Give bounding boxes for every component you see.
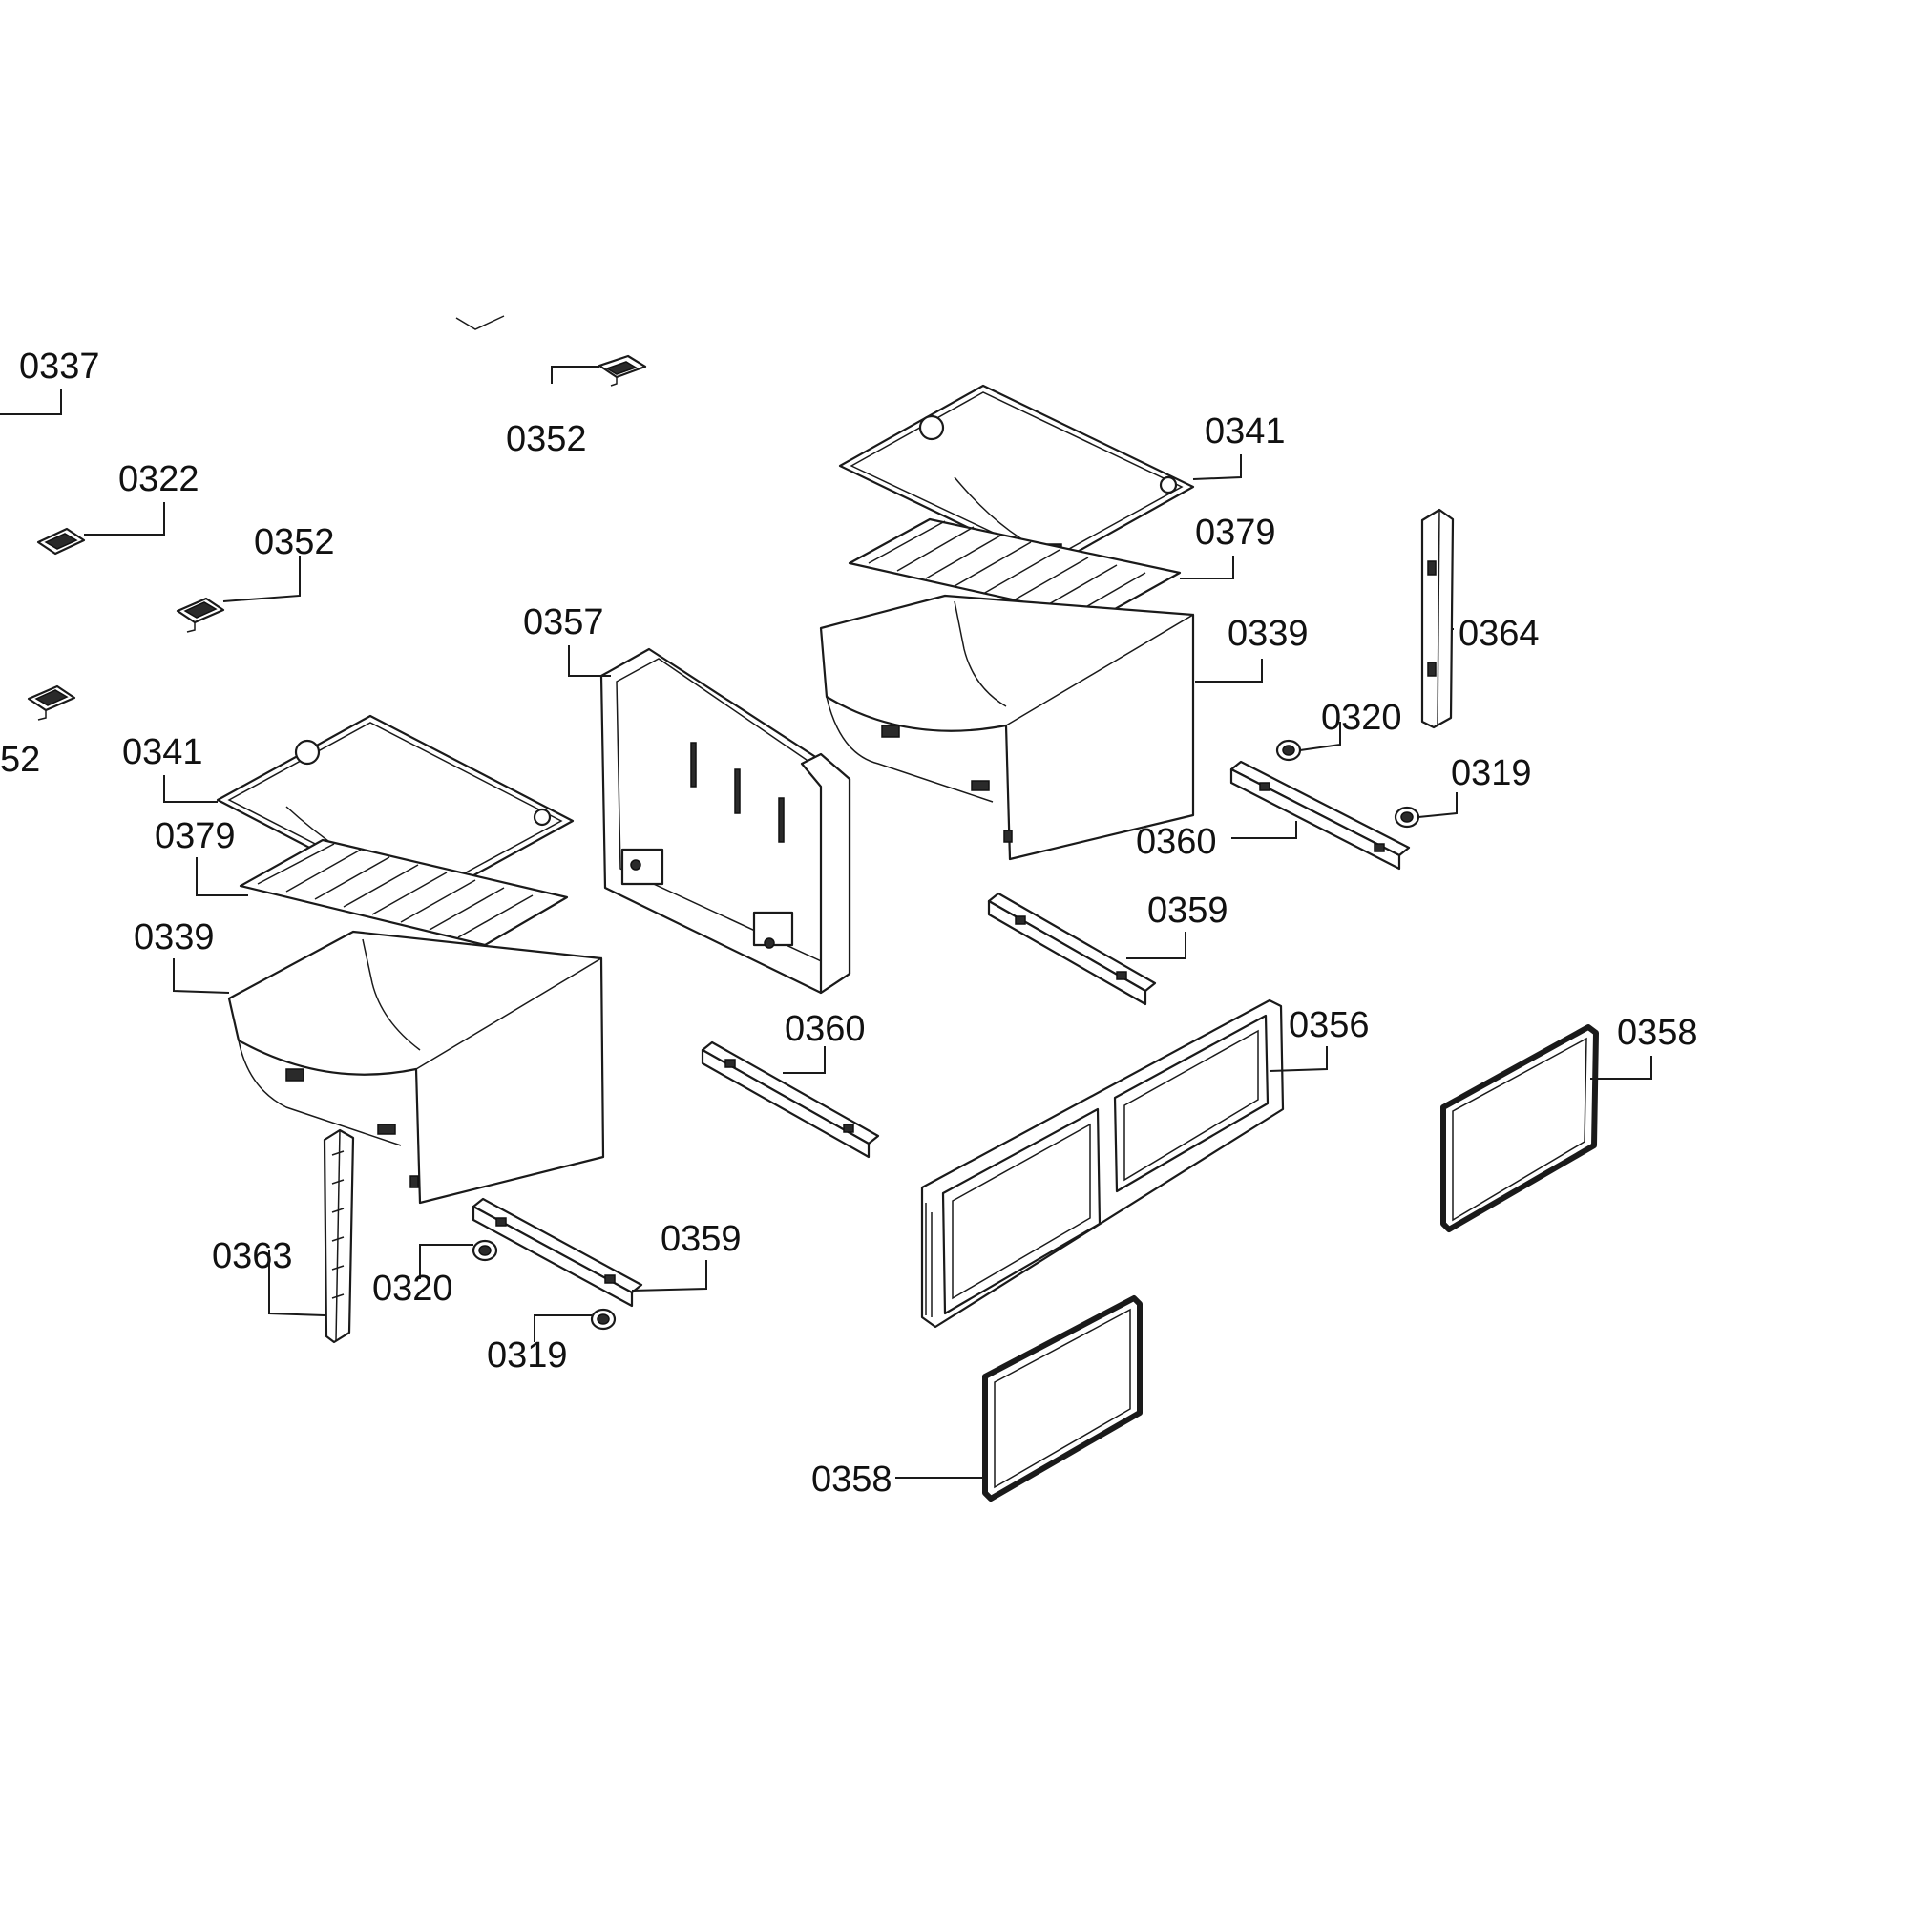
callout-0359-right: 0359 bbox=[1147, 891, 1228, 931]
grid-shelf-0379-left bbox=[239, 838, 569, 947]
callout-0360-left: 0360 bbox=[785, 1009, 866, 1049]
callout-0320-right: 0320 bbox=[1321, 698, 1402, 738]
clip-0352-mid bbox=[176, 597, 225, 633]
gasket-0358-right bbox=[1440, 1024, 1599, 1232]
callout-0319-right: 0319 bbox=[1451, 753, 1532, 793]
callout-0379-left: 0379 bbox=[155, 816, 236, 856]
fragment-line bbox=[455, 315, 505, 330]
callout-0360-right: 0360 bbox=[1136, 822, 1217, 862]
rail-0360-left bbox=[701, 1040, 880, 1159]
callout-0339-right: 0339 bbox=[1228, 614, 1309, 654]
drawer-bin-0339-right bbox=[819, 594, 1195, 861]
clip-0352-top bbox=[598, 354, 647, 387]
callout-0363: 0363 bbox=[212, 1236, 293, 1276]
callout-0341-left: 0341 bbox=[122, 732, 203, 772]
cover-plate-0341-right bbox=[838, 384, 1195, 569]
callout-0320-left: 0320 bbox=[372, 1269, 453, 1309]
profile-0364 bbox=[1420, 508, 1455, 729]
roller-0319-left bbox=[590, 1308, 617, 1331]
callout-0357: 0357 bbox=[523, 602, 604, 642]
profile-0363 bbox=[323, 1128, 355, 1344]
callout-0337: 0337 bbox=[19, 346, 100, 387]
callout-0364: 0364 bbox=[1459, 614, 1540, 654]
callout-0356: 0356 bbox=[1289, 1005, 1370, 1045]
gasket-0358-left bbox=[982, 1295, 1143, 1502]
rail-0360-right bbox=[1229, 760, 1411, 871]
rail-0359-right bbox=[987, 892, 1157, 1006]
callout-0352-left: 52 bbox=[0, 740, 40, 780]
drawer-bin-0339-left bbox=[227, 930, 605, 1205]
roller-0320-left bbox=[472, 1239, 498, 1262]
callout-0339-left: 0339 bbox=[134, 917, 215, 957]
callout-0358-right: 0358 bbox=[1617, 1013, 1698, 1053]
callout-0359-left: 0359 bbox=[661, 1219, 742, 1259]
leader-lines bbox=[0, 366, 1652, 1479]
callout-0358-left: 0358 bbox=[811, 1460, 892, 1500]
clip-0322 bbox=[36, 527, 86, 556]
callout-0352-top: 0352 bbox=[506, 419, 587, 459]
callout-0319-left: 0319 bbox=[487, 1335, 568, 1376]
roller-0320-right bbox=[1275, 739, 1302, 762]
callout-0322: 0322 bbox=[118, 459, 200, 499]
rail-0359-left bbox=[472, 1197, 643, 1308]
callout-0379-right: 0379 bbox=[1195, 513, 1276, 553]
housing-0357 bbox=[599, 647, 851, 995]
clip-0352-left bbox=[27, 684, 76, 721]
callout-0352-mid: 0352 bbox=[254, 522, 335, 562]
callout-0341-right: 0341 bbox=[1205, 411, 1286, 452]
front-frame-0356 bbox=[920, 998, 1285, 1329]
roller-0319-right bbox=[1394, 806, 1420, 829]
